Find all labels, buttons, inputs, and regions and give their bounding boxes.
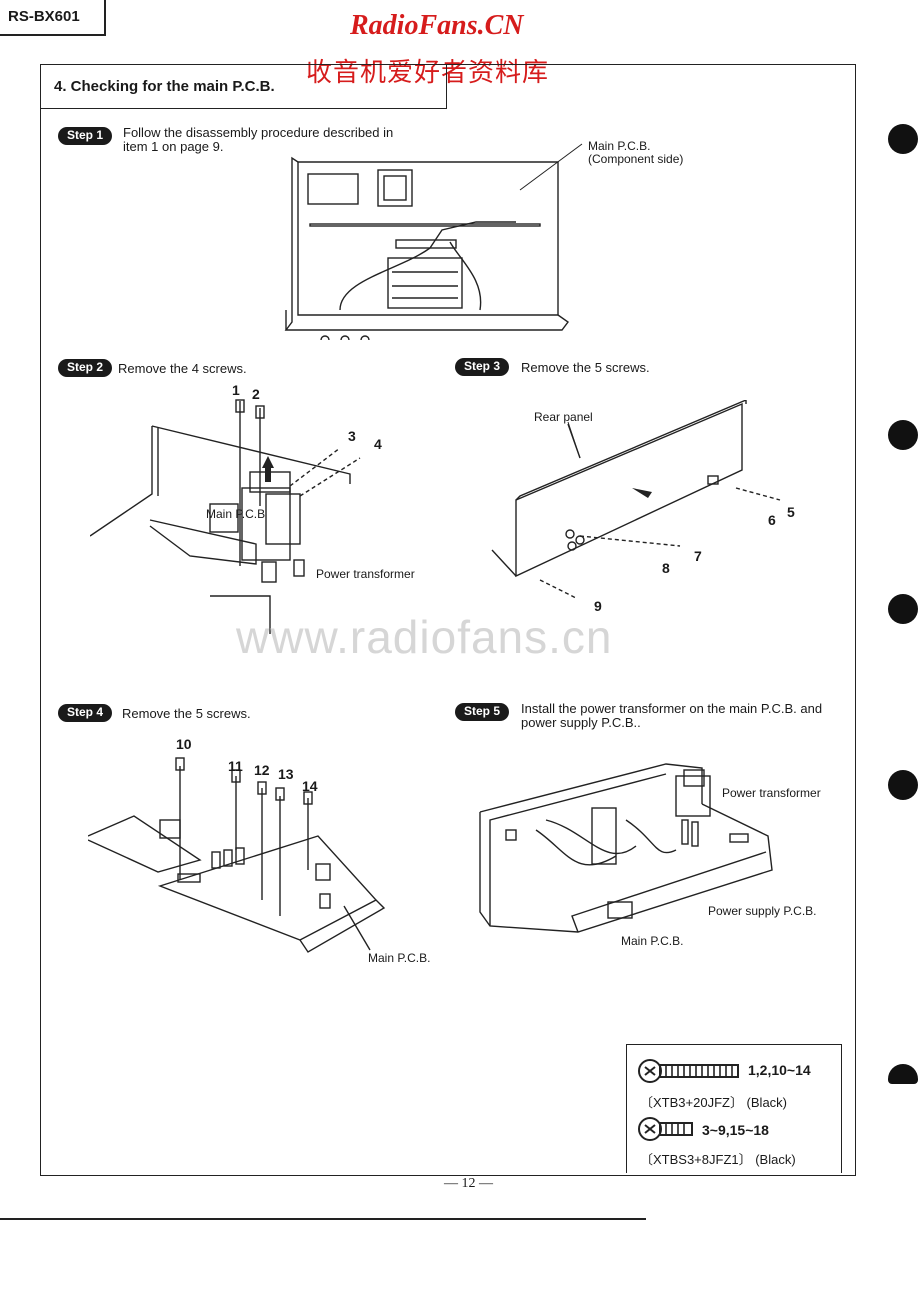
callout-11: 11 <box>228 758 243 774</box>
step-1-badge: Step 1 <box>58 127 113 145</box>
model-tab: RS-BX601 <box>0 0 106 36</box>
page-number: — 12 — <box>444 1176 493 1191</box>
long-screw-icon <box>638 1059 739 1083</box>
callout-4: 4 <box>374 436 382 452</box>
step-2-illustration <box>90 399 361 634</box>
footer-rule <box>0 1218 646 1220</box>
short-screw-icon <box>638 1117 693 1141</box>
callout-10: 10 <box>176 736 192 752</box>
screw-legend <box>626 1044 842 1173</box>
step-3-badge: Step 3 <box>455 358 510 376</box>
screw-2-numbers: 3~9,15~18 <box>702 1122 769 1138</box>
binding-hole <box>888 594 918 624</box>
callout-5: 5 <box>787 504 795 520</box>
callout-6: 6 <box>768 512 776 528</box>
screw-2-part: 〔XTBS3+8JFZ1〕 (Black) <box>640 1152 796 1167</box>
site-subtitle: 收音机爱好者资料库 <box>306 58 550 88</box>
step-2-text: Remove the 4 screws. <box>118 361 247 376</box>
binding-hole <box>888 1064 918 1084</box>
callout-13: 13 <box>278 766 294 782</box>
callout-3: 3 <box>348 428 356 444</box>
main-pcb-label: Main P.C.B. <box>368 951 431 965</box>
step-3-illustration <box>491 400 781 599</box>
binding-hole <box>888 770 918 800</box>
binding-hole <box>888 124 918 154</box>
step-4-badge: Step 4 <box>58 704 113 722</box>
step-5-illustration <box>479 763 773 933</box>
callout-1: 1 <box>232 382 240 398</box>
callout-7: 7 <box>694 548 702 564</box>
binding-hole <box>888 420 918 450</box>
section-title-box <box>40 64 447 109</box>
model-number: RS-BX601 <box>8 8 80 25</box>
step-4-text: Remove the 5 screws. <box>122 706 251 721</box>
screw-1-part: 〔XTB3+20JFZ〕 (Black) <box>640 1095 788 1110</box>
rear-panel-label: Rear panel <box>534 410 593 424</box>
callout-9: 9 <box>594 598 602 614</box>
callout-2: 2 <box>252 386 260 402</box>
step-1-text: Follow the disassembly procedure describ… <box>123 125 394 154</box>
step-1-illustration <box>284 143 583 340</box>
step-5-text: Install the power transformer on the mai… <box>521 701 823 730</box>
power-supply-pcb-label: Power supply P.C.B. <box>708 904 817 918</box>
component-side-label: (Component side) <box>588 152 684 166</box>
site-title: RadioFans.CN <box>350 10 524 41</box>
step-5-badge: Step 5 <box>455 703 510 721</box>
main-pcb-label: Main P.C.B. <box>588 139 651 153</box>
screw-1-numbers: 1,2,10~14 <box>748 1062 811 1078</box>
main-pcb-label: Main P.C.B. <box>621 934 684 948</box>
callout-12: 12 <box>254 762 270 778</box>
callout-8: 8 <box>662 560 670 576</box>
page-frame <box>40 64 856 1176</box>
step-2-badge: Step 2 <box>58 359 113 377</box>
section-title: 4. Checking for the main P.C.B. <box>54 78 275 95</box>
step-4-illustration <box>88 757 386 953</box>
power-transformer-label: Power transformer <box>316 567 415 581</box>
callout-14: 14 <box>302 778 318 794</box>
watermark: www.radiofans.cn <box>236 611 613 663</box>
power-transformer-label: Power transformer <box>722 786 821 800</box>
main-pcb-label: Main P.C.B <box>206 507 266 521</box>
step-3-text: Remove the 5 screws. <box>521 360 650 375</box>
